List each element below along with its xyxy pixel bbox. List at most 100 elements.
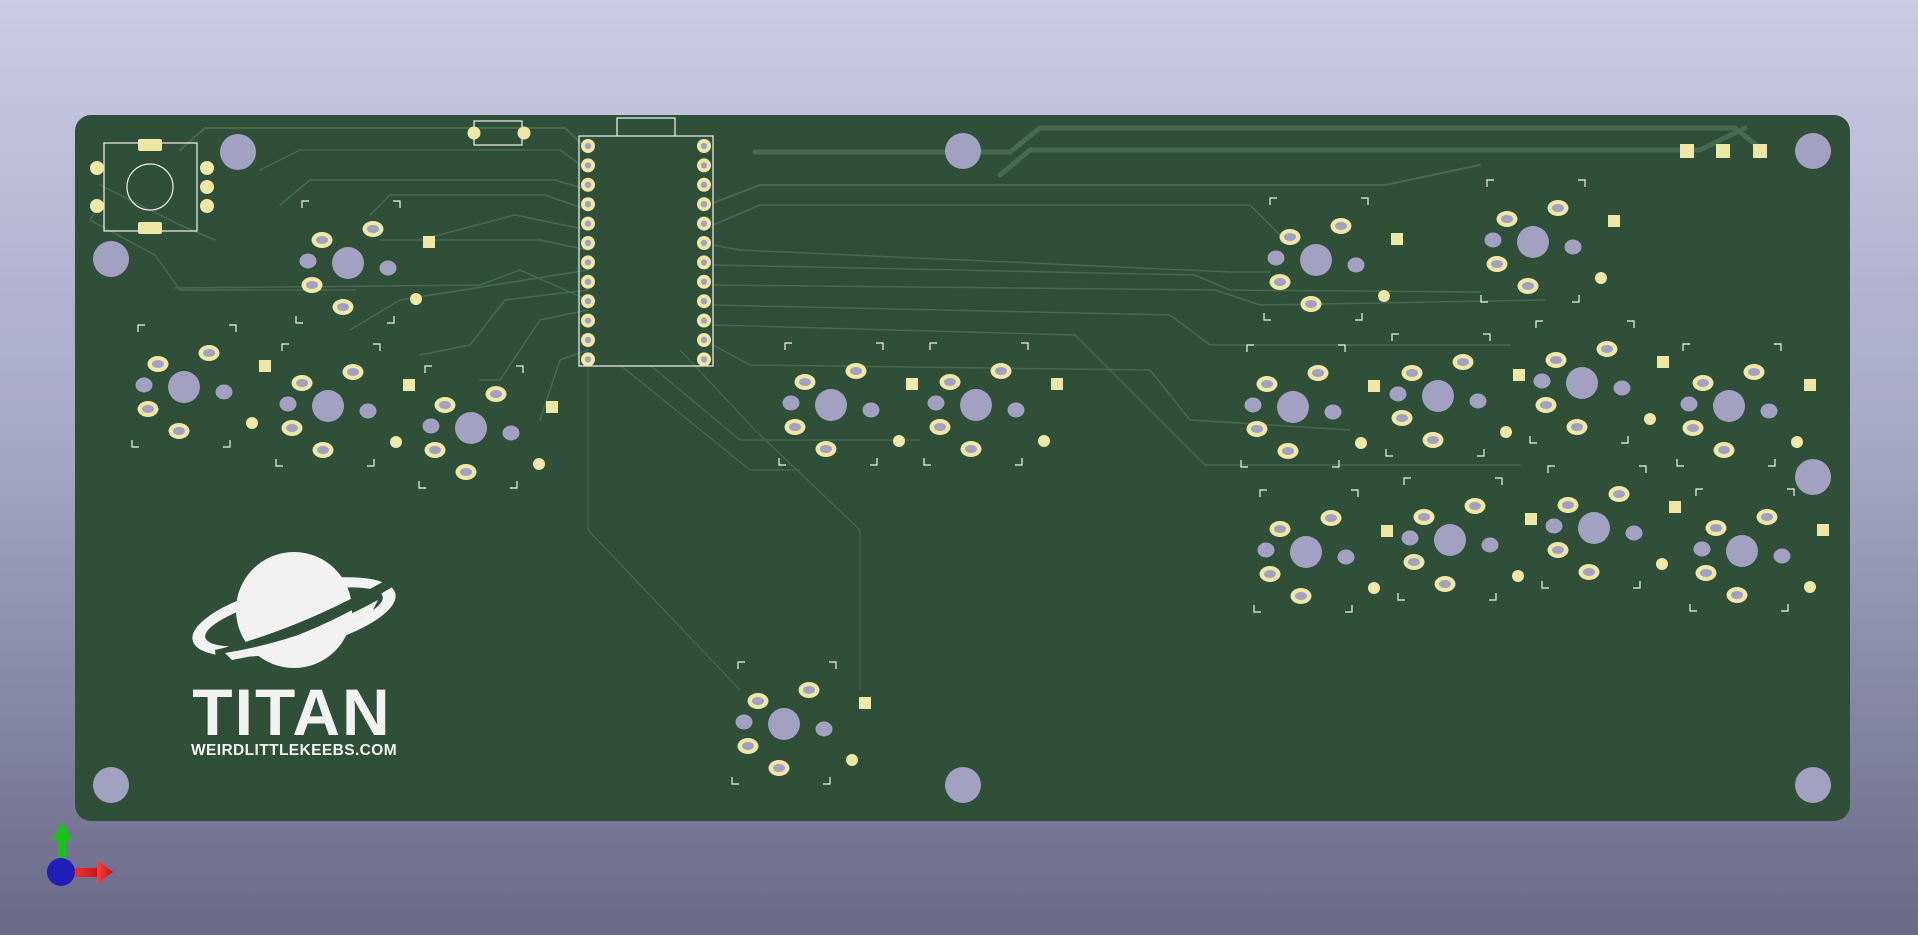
hotswap-pad-hole <box>1282 447 1294 455</box>
switch-corner-mark <box>1529 436 1537 444</box>
switch-corner-mark <box>418 481 426 489</box>
mcu-pin-hole <box>700 278 708 285</box>
switch-corner-mark <box>387 316 395 324</box>
switch-corner-mark <box>1486 179 1494 187</box>
diode-pad-square <box>1657 356 1669 368</box>
encoder-pin-pad <box>200 199 214 213</box>
hotswap-pad-hole <box>1700 569 1712 577</box>
diode-pad-square <box>423 236 435 248</box>
switch-corner-mark <box>1332 460 1340 468</box>
switch-side-hole <box>1244 397 1262 413</box>
switch-corner-mark <box>367 459 375 467</box>
switch-corner-mark <box>1480 295 1488 303</box>
switch-side-hole <box>927 395 945 411</box>
logo-title: TITAN <box>192 675 391 749</box>
mcu-pin-hole <box>700 336 708 344</box>
diode-pad-round <box>1038 435 1050 447</box>
switch-side-hole <box>1545 518 1563 534</box>
mcu-pin-hole <box>584 142 592 150</box>
switch-corner-mark <box>1259 489 1267 497</box>
switch-side-hole <box>1007 402 1025 418</box>
switch-center-hole <box>1726 535 1758 567</box>
mcu-pin-hole <box>700 220 708 227</box>
switch-corner-mark <box>1489 593 1497 601</box>
hotswap-pad-hole <box>1469 502 1481 510</box>
mcu-pin-hole <box>584 356 592 363</box>
mcu-pin-hole <box>700 356 708 363</box>
switch-corner-mark <box>1768 459 1776 467</box>
hotswap-pad-hole <box>934 423 946 431</box>
switch-side-hole <box>215 384 233 400</box>
hotswap-pad-hole <box>152 360 164 368</box>
header-pin-pad <box>1716 144 1730 158</box>
switch-side-hole <box>815 721 833 737</box>
switch-corner-mark <box>1385 449 1393 457</box>
hotswap-pad-hole <box>1552 546 1564 554</box>
switch-side-hole <box>1267 250 1285 266</box>
switch-corner-mark <box>301 200 309 208</box>
x-axis-arrow <box>62 860 113 884</box>
switch-side-hole <box>1481 537 1499 553</box>
switch-corner-mark <box>1015 458 1023 466</box>
diode-pad-square <box>1368 380 1380 392</box>
switch-corner-mark <box>1627 320 1635 328</box>
switch-side-hole <box>735 714 753 730</box>
mounting-holes <box>93 133 1831 803</box>
diode-pad-round <box>893 435 905 447</box>
key-switch <box>295 200 435 324</box>
hotswap-pad-hole <box>1335 222 1347 230</box>
xyz-axis-gizmo-icon <box>47 822 113 886</box>
mcu-pin-hole <box>584 336 592 344</box>
key-switch <box>1689 488 1829 612</box>
switch-side-hole <box>1613 380 1631 396</box>
mounting-hole <box>93 767 129 803</box>
hotswap-pad-hole <box>1274 525 1286 533</box>
switch-center-hole <box>168 371 200 403</box>
diode-pad-round <box>1804 581 1816 593</box>
switch-corner-mark <box>1535 320 1543 328</box>
mcu-pin-hole <box>700 259 708 266</box>
key-switch <box>1529 320 1669 444</box>
z-axis-origin <box>47 858 75 886</box>
diode-pad-round <box>1355 437 1367 449</box>
switch-corner-mark <box>516 365 524 373</box>
hotswap-pad-hole <box>439 401 451 409</box>
hotswap-pad-hole <box>1718 446 1730 454</box>
switch-corner-mark <box>876 342 884 350</box>
hotswap-pad-hole <box>1284 233 1296 241</box>
key-switch <box>731 661 871 785</box>
hotswap-pad-hole <box>296 379 308 387</box>
switch-corner-mark <box>1361 197 1369 205</box>
diode-pad-round <box>846 754 858 766</box>
switch-side-hole <box>1401 530 1419 546</box>
hotswap-pad-hole <box>1305 300 1317 308</box>
switch-side-hole <box>1389 386 1407 402</box>
hotswap-pad-hole <box>1613 490 1625 498</box>
switch-corner-mark <box>1495 477 1503 485</box>
usb-connector-outline <box>616 117 676 136</box>
switch-side-hole <box>782 395 800 411</box>
switch-corner-mark <box>229 324 237 332</box>
hotswap-pad-hole <box>1697 379 1709 387</box>
switch-corner-mark <box>424 365 432 373</box>
switch-corner-mark <box>1397 593 1405 601</box>
diode-pad-square <box>1817 524 1829 536</box>
hotswap-pad-hole <box>317 446 329 454</box>
switch-corner-mark <box>1787 488 1795 496</box>
hotswap-pad-hole <box>1251 425 1263 433</box>
switch-corner-mark <box>1639 465 1647 473</box>
switch-side-hole <box>1625 525 1643 541</box>
misc-pads <box>90 126 1767 234</box>
hotswap-pad-hole <box>965 445 977 453</box>
key-switch <box>1240 344 1380 468</box>
switch-side-hole <box>1693 541 1711 557</box>
switch-center-hole <box>1422 380 1454 412</box>
switch-corner-mark <box>923 458 931 466</box>
switch-corner-mark <box>1621 436 1629 444</box>
encoder-pin-pad <box>200 180 214 194</box>
key-switch <box>1480 179 1620 303</box>
mounting-hole <box>1795 459 1831 495</box>
hotswap-pad-hole <box>142 405 154 413</box>
